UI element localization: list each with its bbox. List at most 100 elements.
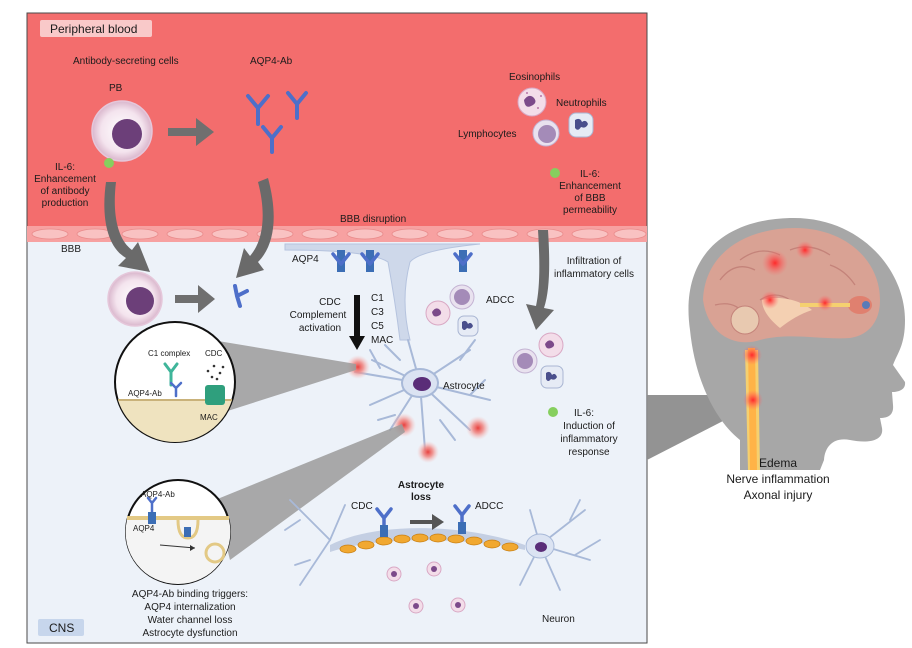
svg-text:inflammatory cells: inflammatory cells [554, 269, 634, 280]
bbb-label: BBB [61, 244, 81, 255]
infiltration-text: Infiltration of inflammatory cells [554, 256, 634, 280]
pb-label: PB [109, 83, 123, 94]
triggers-text: AQP4-Ab binding triggers: AQP4 internali… [132, 589, 248, 639]
svg-text:production: production [42, 198, 89, 209]
neuron-panel: CDC Astrocyte loss ADCC Neuron [284, 480, 601, 625]
svg-text:C5: C5 [371, 321, 384, 332]
infiltrating-cells [512, 332, 564, 389]
il6-bottom-text: IL-6: Induction of inflammatory response [560, 408, 617, 458]
cns-pb-to-ab-arrow [175, 285, 215, 313]
eosinophils-label: Eosinophils [509, 72, 560, 83]
svg-text:response: response [568, 447, 610, 458]
svg-text:C1: C1 [371, 293, 384, 304]
aqp4-label: AQP4 [292, 254, 319, 265]
complement-arrow [349, 295, 365, 350]
svg-text:MAC: MAC [200, 413, 218, 422]
il6-left-text: IL-6: Enhancement of antibody production [34, 162, 96, 209]
bbb-disruption-label: BBB disruption [340, 214, 406, 225]
svg-text:MAC: MAC [371, 335, 393, 346]
svg-text:Enhancement: Enhancement [559, 181, 621, 192]
antibody-icon [261, 125, 283, 154]
pb-to-ab-arrow [168, 118, 214, 146]
svg-text:CDC: CDC [351, 501, 373, 512]
head-effects-text: Edema Nerve inflammation Axonal injury [726, 456, 829, 502]
svg-text:CDC: CDC [205, 349, 223, 358]
antibody-icon [246, 94, 270, 126]
svg-text:IL-6:: IL-6: [574, 408, 594, 419]
svg-text:ADCC: ADCC [475, 501, 503, 512]
svg-text:C1 complex: C1 complex [148, 349, 190, 358]
neutrophil-cell [568, 112, 594, 138]
svg-text:Axonal injury: Axonal injury [744, 488, 813, 502]
aqp4-ab-label: AQP4-Ab [250, 56, 293, 67]
svg-text:AQP4: AQP4 [133, 524, 155, 533]
svg-text:AQP4 internalization: AQP4 internalization [144, 602, 235, 613]
cdc-text: CDC Complement activation [290, 297, 347, 334]
svg-text:Complement: Complement [290, 310, 347, 321]
svg-text:of BBB: of BBB [574, 193, 605, 204]
cns-badge: CNS [38, 619, 84, 636]
svg-text:AQP4-Ab: AQP4-Ab [141, 490, 175, 499]
svg-text:CDC: CDC [319, 297, 341, 308]
svg-text:Astrocyte dysfunction: Astrocyte dysfunction [142, 628, 237, 639]
antibody-icon [286, 91, 308, 120]
complement-list: C1 C3 C5 MAC [371, 293, 393, 346]
eosinophil-cell [517, 87, 547, 117]
antibody-icon [233, 284, 249, 308]
curved-arrows [104, 178, 554, 330]
aqp4-channel-icon [331, 250, 351, 272]
svg-text:Water channel loss: Water channel loss [148, 615, 233, 626]
svg-text:IL-6:: IL-6: [580, 169, 600, 180]
svg-text:IL-6:: IL-6: [55, 162, 75, 173]
svg-text:loss: loss [411, 492, 431, 503]
peripheral-blood-badge: Peripheral blood [40, 20, 152, 37]
plasmablast-cns-cell [107, 271, 163, 327]
zoom-cone-2 [215, 424, 405, 560]
il6-icon [548, 407, 558, 417]
inset-internalization: AQP4-Ab AQP4 [125, 479, 231, 585]
astrocyte-cell [354, 339, 491, 451]
svg-text:Infiltration of: Infiltration of [567, 256, 622, 267]
cns-title: CNS [49, 621, 74, 635]
svg-text:permeability: permeability [563, 205, 617, 216]
adcc-label: ADCC [486, 295, 514, 306]
antibody-group [246, 91, 308, 154]
pb-down-arrow [104, 182, 150, 272]
aqp4-channel-icon [453, 250, 473, 272]
lymphocyte-cell [532, 119, 560, 147]
il6-icon [550, 168, 560, 178]
svg-text:Astrocyte: Astrocyte [398, 480, 445, 491]
lymphocytes-label: Lymphocytes [458, 129, 517, 140]
ab-down-arrow [236, 178, 274, 278]
inflammation-glows [346, 355, 490, 463]
adcc-eosinophil [425, 300, 451, 326]
neutrophils-label: Neutrophils [556, 98, 607, 109]
zoom-cone-1 [200, 338, 356, 415]
antibody-cells-label: Antibody-secreting cells [73, 56, 179, 67]
svg-text:AQP4-Ab binding triggers:: AQP4-Ab binding triggers: [132, 589, 248, 600]
astrocyte-label: Astrocyte [443, 381, 485, 392]
aqp4-channel-group [331, 250, 473, 272]
inset-complement: C1 complex CDC AQP4-Ab MAC [114, 321, 236, 443]
il6-icon [104, 158, 114, 168]
svg-text:Induction of: Induction of [563, 421, 615, 432]
adcc-lymphocyte [449, 284, 475, 310]
peripheral-blood-title: Peripheral blood [50, 22, 137, 36]
il6-right-text: IL-6: Enhancement of BBB permeability [559, 169, 621, 216]
infiltration-arrow [526, 230, 554, 330]
aqp4-channel-icon [360, 250, 380, 272]
svg-text:activation: activation [299, 323, 341, 334]
svg-text:AQP4-Ab: AQP4-Ab [128, 389, 162, 398]
plasmablast-cell [91, 100, 153, 162]
adcc-neutrophil [457, 315, 479, 337]
svg-text:Nerve inflammation: Nerve inflammation [726, 472, 829, 486]
svg-text:inflammatory: inflammatory [560, 434, 617, 445]
svg-text:Enhancement: Enhancement [34, 174, 96, 185]
head-silhouette [688, 217, 906, 470]
svg-text:C3: C3 [371, 307, 384, 318]
svg-text:Neuron: Neuron [542, 614, 575, 625]
astrocyte-endfeet [284, 243, 481, 341]
svg-text:Edema: Edema [759, 456, 797, 470]
svg-text:of antibody: of antibody [41, 186, 90, 197]
